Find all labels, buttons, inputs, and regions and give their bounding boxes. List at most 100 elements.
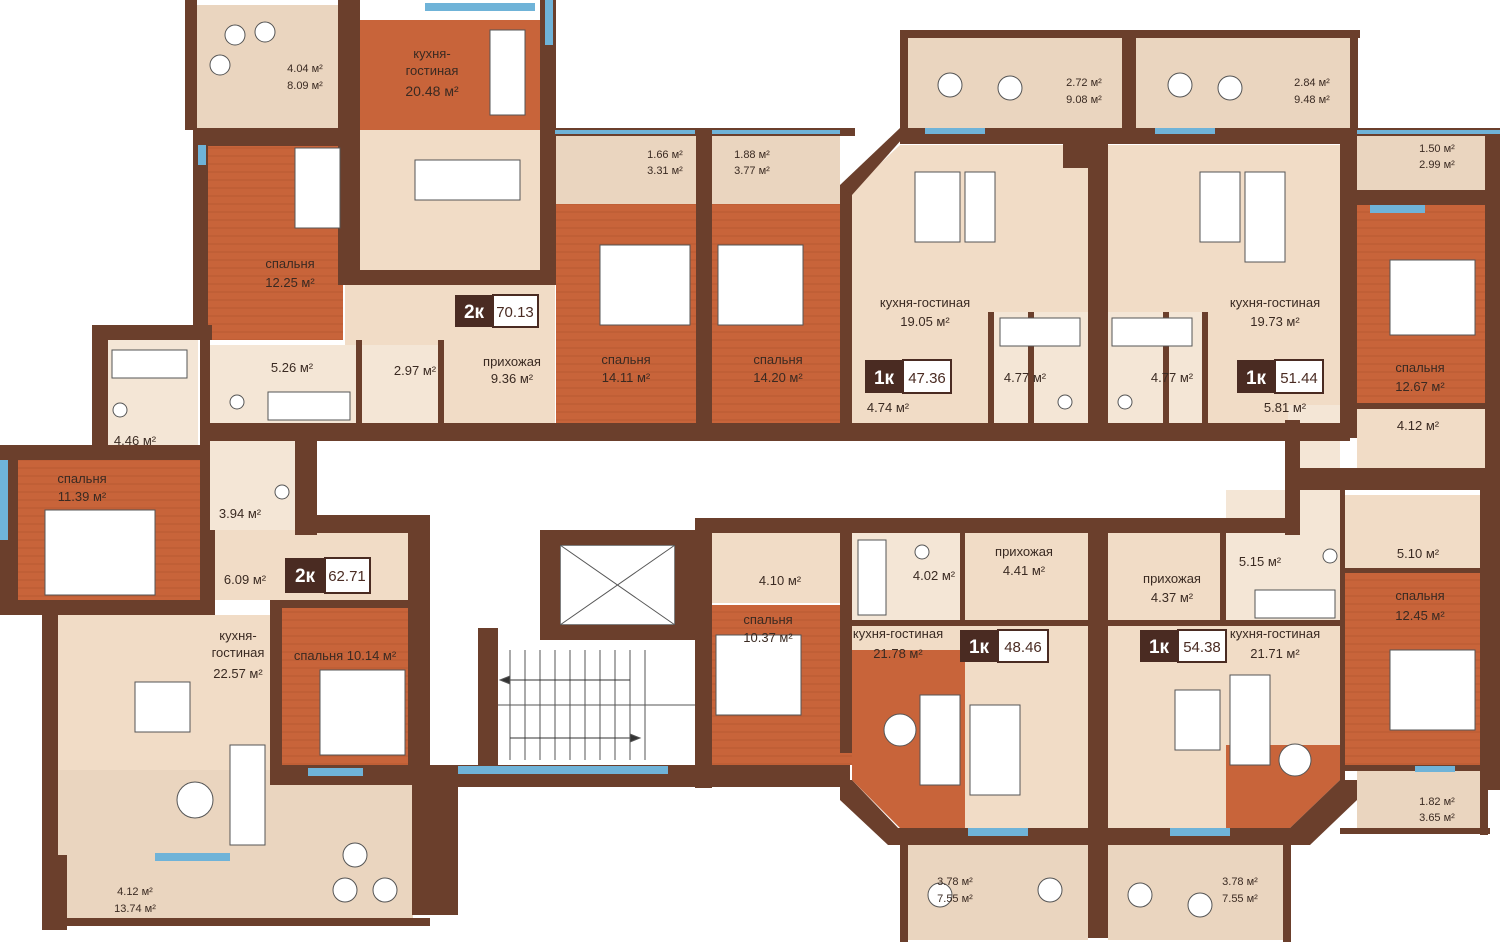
toilet-icon bbox=[1322, 548, 1338, 564]
chair-icon bbox=[254, 21, 276, 43]
area-balcony: 4.12 м² bbox=[117, 886, 153, 898]
bed-icon bbox=[599, 244, 691, 326]
area-kitchen-living: 21.78 м² bbox=[873, 646, 923, 661]
apartment-rooms: 2к bbox=[464, 302, 485, 323]
apartment-badge[interactable]: 1к 48.46 bbox=[960, 629, 1049, 663]
label-bedroom: спальня bbox=[265, 256, 314, 271]
chair-icon bbox=[224, 24, 246, 46]
area-bedroom: 12.67 м² bbox=[1395, 379, 1445, 394]
area-bedroom: 10.37 м² bbox=[743, 630, 793, 645]
toilet-icon bbox=[1057, 394, 1073, 410]
apartment-badge[interactable]: 1к 47.36 bbox=[865, 359, 952, 394]
sofa-icon bbox=[229, 744, 266, 846]
label-kitchen-living-70: гостиная bbox=[406, 63, 459, 78]
apartment-badges: 2к 70.13 2к 62.71 1к 47.36 1к 51.44 1к 4… bbox=[285, 294, 1324, 663]
area-balcony: 3.78 м² bbox=[1222, 876, 1258, 888]
windows bbox=[0, 0, 1500, 861]
area-balcony: 3.78 м² bbox=[937, 876, 973, 888]
area-closet: 4.10 м² bbox=[759, 573, 802, 588]
chair-icon bbox=[372, 877, 398, 903]
area-closet: 5.10 м² bbox=[1397, 546, 1440, 561]
bathtub-icon bbox=[857, 539, 887, 616]
sofa-icon bbox=[919, 694, 961, 786]
bathtub-icon bbox=[267, 391, 351, 421]
bed-icon bbox=[319, 669, 406, 756]
room-labels: кухня- гостиная 20.48 м² 4.04 м² 8.09 м²… bbox=[57, 46, 1455, 915]
label-hallway: прихожая bbox=[483, 354, 541, 369]
chair-icon bbox=[1037, 877, 1063, 903]
label-bedroom: спальня bbox=[1395, 360, 1444, 375]
label-bedroom: спальня bbox=[1395, 588, 1444, 603]
label-bedroom: спальня bbox=[753, 352, 802, 367]
apartment-rooms: 1к bbox=[1149, 637, 1170, 658]
dining-table-icon bbox=[1199, 171, 1241, 243]
bed-icon bbox=[44, 509, 156, 596]
apartment-area: 62.71 bbox=[328, 568, 366, 585]
label-hallway: прихожая bbox=[995, 544, 1053, 559]
label-kitchen-living-70: кухня- bbox=[413, 46, 450, 61]
area-bathroom: 4.77 м² bbox=[1151, 370, 1194, 385]
chair-icon bbox=[997, 75, 1023, 101]
area-balcony: 9.08 м² bbox=[1066, 94, 1102, 106]
area-hallway: 6.09 м² bbox=[224, 572, 267, 587]
chair-icon bbox=[1278, 743, 1312, 777]
sofa-icon bbox=[1229, 674, 1271, 766]
bathtub-icon bbox=[999, 317, 1081, 347]
kitchen-living-4736 bbox=[852, 145, 1088, 345]
area-balcony: 1.50 м² bbox=[1419, 143, 1455, 155]
label-kitchen-living: кухня-гостиная bbox=[853, 626, 943, 641]
dining-table-icon bbox=[964, 171, 996, 243]
label-kitchen-living: кухня-гостиная bbox=[880, 295, 970, 310]
chair-icon bbox=[209, 54, 231, 76]
label-kitchen-living: кухня-гостиная bbox=[1230, 295, 1320, 310]
bath-297 bbox=[358, 345, 438, 423]
apartment-badge[interactable]: 1к 51.44 bbox=[1237, 359, 1324, 394]
area-balcony: 3.31 м² bbox=[647, 165, 683, 177]
area-bedroom: 14.20 м² bbox=[753, 370, 803, 385]
chair-icon bbox=[332, 877, 358, 903]
bed-icon bbox=[1389, 259, 1476, 336]
apartment-badge[interactable]: 1к 54.38 bbox=[1140, 629, 1227, 663]
apartment-rooms: 1к bbox=[874, 368, 895, 389]
area-closet: 4.12 м² bbox=[1397, 418, 1440, 433]
bathtub-icon bbox=[1254, 589, 1336, 619]
balcony-bottom-right bbox=[1357, 765, 1487, 833]
toilet-icon bbox=[914, 544, 930, 560]
balcony-loggia-3 bbox=[1357, 132, 1487, 190]
chair-icon bbox=[1127, 882, 1153, 908]
chair-icon bbox=[883, 713, 917, 747]
label-bedroom: спальня bbox=[743, 612, 792, 627]
chair-icon bbox=[1167, 72, 1193, 98]
area-bathroom: 4.46 м² bbox=[114, 433, 157, 448]
bed-icon bbox=[1389, 649, 1476, 731]
dining-table-icon bbox=[1244, 171, 1286, 263]
area-balcony: 9.48 м² bbox=[1294, 94, 1330, 106]
area-balcony: 13.74 м² bbox=[114, 903, 156, 915]
apartment-rooms: 2к bbox=[295, 566, 316, 587]
balcony-loggia-1 bbox=[556, 132, 696, 204]
area-bedroom: 12.25 м² bbox=[265, 275, 315, 290]
label-bedroom: спальня bbox=[601, 352, 650, 367]
stair-treads bbox=[497, 650, 697, 760]
area-bathroom: 2.97 м² bbox=[394, 363, 437, 378]
apartment-badge[interactable]: 2к 70.13 bbox=[455, 294, 539, 328]
bathtub-icon bbox=[1111, 317, 1193, 347]
kitchen-island-icon bbox=[414, 159, 521, 201]
chair-icon bbox=[1217, 75, 1243, 101]
area-balcony: 1.82 м² bbox=[1419, 796, 1455, 808]
apartment-area: 51.44 bbox=[1280, 370, 1318, 387]
chair-icon bbox=[927, 882, 953, 908]
area-hallway: 4.41 м² bbox=[1003, 563, 1046, 578]
closet-510 bbox=[1345, 495, 1485, 570]
closet-410 bbox=[712, 533, 840, 603]
area-kitchen-living: 19.05 м² bbox=[900, 314, 950, 329]
area-balcony: 8.09 м² bbox=[287, 80, 323, 92]
bed-icon bbox=[717, 244, 804, 326]
label-bedroom: спальня bbox=[57, 471, 106, 486]
hall-4846 bbox=[962, 533, 1088, 623]
toilet-icon bbox=[112, 402, 128, 418]
toilet-icon bbox=[274, 484, 290, 500]
apartment-badge[interactable]: 2к 62.71 bbox=[285, 557, 371, 594]
area-balcony: 1.66 м² bbox=[647, 149, 683, 161]
sofa-icon bbox=[489, 29, 526, 116]
